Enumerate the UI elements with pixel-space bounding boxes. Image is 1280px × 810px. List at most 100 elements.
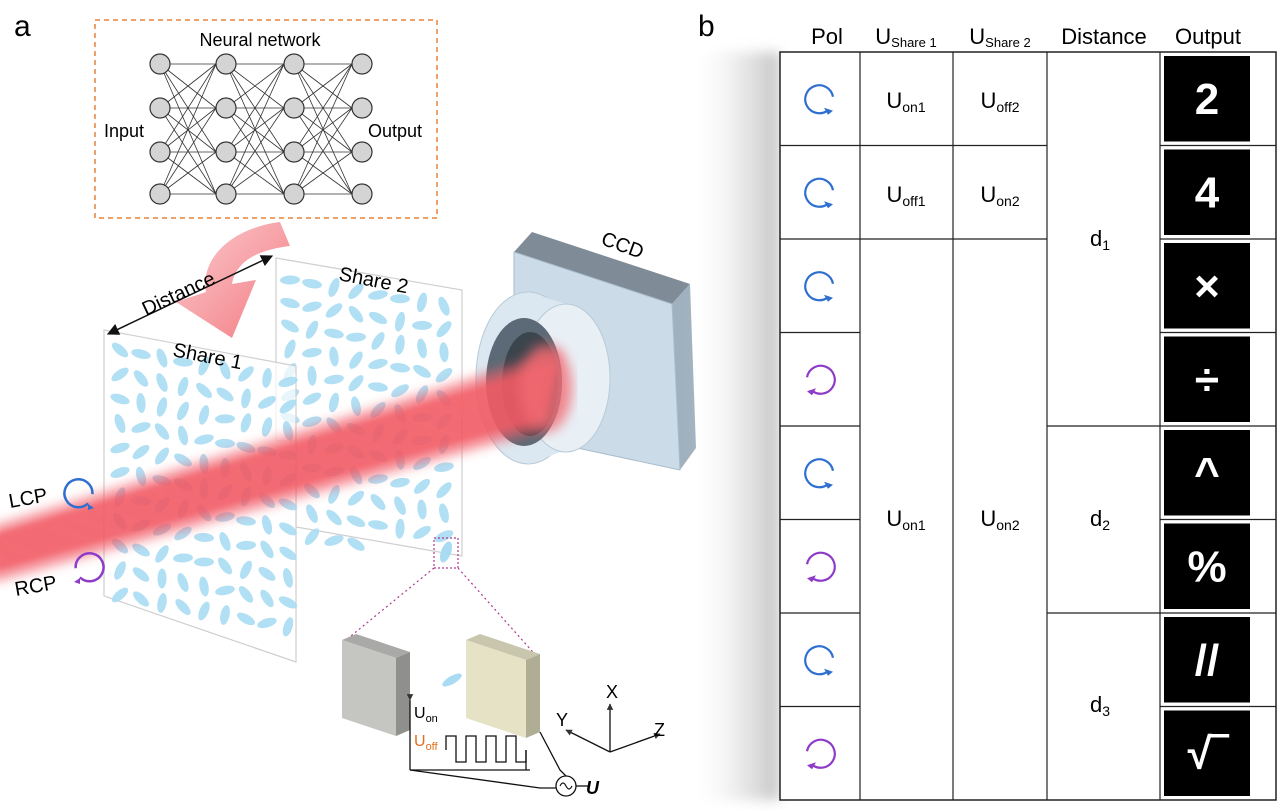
liquid-crystal-ellipse [302, 278, 322, 289]
rcp-icon [805, 738, 836, 770]
nn-node [215, 183, 237, 205]
lcp-label: LCP [7, 485, 49, 513]
liquid-crystal-ellipse [306, 504, 318, 523]
liquid-crystal-ellipse [110, 467, 130, 478]
liquid-crystal-ellipse [439, 503, 449, 523]
nn-node [351, 183, 373, 205]
liquid-crystal-ellipse [390, 362, 410, 373]
liquid-crystal-ellipse [281, 319, 299, 333]
liquid-crystal-ellipse [283, 568, 293, 588]
liquid-crystal-ellipse [132, 567, 150, 582]
nn-connection [293, 151, 353, 195]
liquid-crystal-ellipse [279, 546, 297, 561]
output-symbol: 2 [1195, 75, 1219, 124]
liquid-crystal-ellipse [217, 557, 233, 575]
liquid-crystal-ellipse [346, 515, 366, 528]
liquid-crystal-ellipse [156, 397, 168, 417]
liquid-crystal-ellipse [198, 356, 210, 376]
u-share1-cell-1: Uon1 [886, 88, 925, 115]
nn-node [351, 53, 373, 75]
liquid-crystal-ellipse [368, 358, 388, 370]
liquid-crystal-ellipse [258, 566, 276, 581]
liquid-crystal-ellipse [348, 375, 364, 392]
nn-connection [293, 63, 353, 195]
liquid-crystal-ellipse [329, 392, 339, 413]
liquid-crystal-ellipse [215, 585, 235, 596]
nn-connection [159, 63, 217, 153]
header-u-share2: UShare 2 [969, 24, 1030, 50]
liquid-crystal-ellipse [438, 296, 450, 316]
u-share2-cell-3: Uon2 [980, 506, 1019, 533]
liquid-crystal-ellipse [394, 496, 406, 515]
u-share2-cell-1: Uoff2 [981, 88, 1020, 115]
liquid-crystal-ellipse [325, 303, 343, 318]
liquid-crystal-ellipse [220, 605, 230, 625]
axis-y-label: Y [556, 710, 568, 730]
output-tile [1164, 710, 1250, 796]
nn-connection [293, 107, 353, 153]
square-wave-signal [406, 694, 590, 797]
liquid-crystal-ellipse [262, 367, 272, 388]
lcp-icon [804, 645, 835, 676]
liquid-crystal-ellipse [154, 423, 170, 440]
liquid-crystal-ellipse [395, 334, 405, 355]
liquid-crystal-ellipse [412, 320, 432, 330]
distance-arrow [106, 255, 274, 335]
output-tile [1164, 149, 1250, 235]
liquid-crystal-ellipse [114, 561, 126, 580]
nn-connection [225, 107, 285, 195]
liquid-crystal-ellipse [279, 522, 297, 536]
liquid-crystal-ellipse [278, 376, 298, 388]
u-off-label: Uoff [414, 733, 439, 753]
liquid-crystal-ellipse [154, 447, 170, 465]
nn-node [215, 141, 237, 163]
liquid-crystal-ellipse [133, 370, 149, 387]
output-tile [1164, 617, 1250, 703]
header-u-share1: UShare 1 [875, 24, 936, 50]
nn-node [215, 53, 237, 75]
liquid-crystal-ellipse [278, 596, 298, 609]
liquid-crystal-ellipse [305, 320, 319, 339]
liquid-crystal-ellipse [156, 348, 168, 368]
nn-node [283, 97, 305, 119]
header-output: Output [1175, 24, 1241, 49]
nn-connection [225, 107, 285, 153]
liquid-crystal-ellipse [371, 332, 385, 350]
liquid-crystal-ellipse [368, 520, 388, 530]
nn-connection [159, 63, 217, 195]
nn-connection [159, 151, 217, 195]
nn-output-label: Output [368, 121, 422, 141]
nn-node [149, 53, 171, 75]
liquid-crystal-ellipse [236, 612, 256, 626]
nn-connection [225, 63, 285, 195]
liquid-crystal-ellipse [282, 617, 294, 637]
liquid-crystal-ellipse [368, 474, 388, 484]
axis-z-label: Z [654, 720, 665, 740]
u-share2-cell-2: Uon2 [980, 182, 1019, 209]
liquid-crystal-ellipse [302, 347, 322, 358]
liquid-crystal-ellipse [435, 368, 453, 383]
output-symbol: // [1195, 636, 1219, 685]
liquid-crystal-ellipse [238, 586, 254, 603]
liquid-crystal-ellipse [198, 405, 210, 425]
liquid-crystal-ellipse [324, 535, 344, 546]
liquid-crystal-ellipse [278, 498, 298, 511]
liquid-crystal-ellipse [240, 560, 252, 580]
liquid-crystal-ellipse [155, 545, 169, 563]
liquid-crystal-ellipse [110, 442, 130, 454]
liquid-crystal-ellipse [302, 301, 322, 312]
pol-column [804, 84, 836, 770]
liquid-crystal-ellipse [177, 376, 189, 397]
nn-connection [293, 63, 353, 109]
liquid-crystal-ellipse [280, 275, 300, 285]
liquid-crystal-ellipse [436, 482, 452, 499]
liquid-crystal-ellipse [324, 328, 344, 339]
lcp-icon [804, 84, 835, 115]
liquid-crystal-ellipse [351, 396, 361, 416]
lcp-icon [804, 458, 835, 489]
liquid-crystal-ellipse [417, 499, 427, 520]
liquid-crystal-ellipse [111, 587, 129, 603]
output-symbol: × [1194, 262, 1220, 311]
liquid-crystal-ellipse [395, 518, 405, 539]
header-pol: Pol [811, 24, 843, 49]
